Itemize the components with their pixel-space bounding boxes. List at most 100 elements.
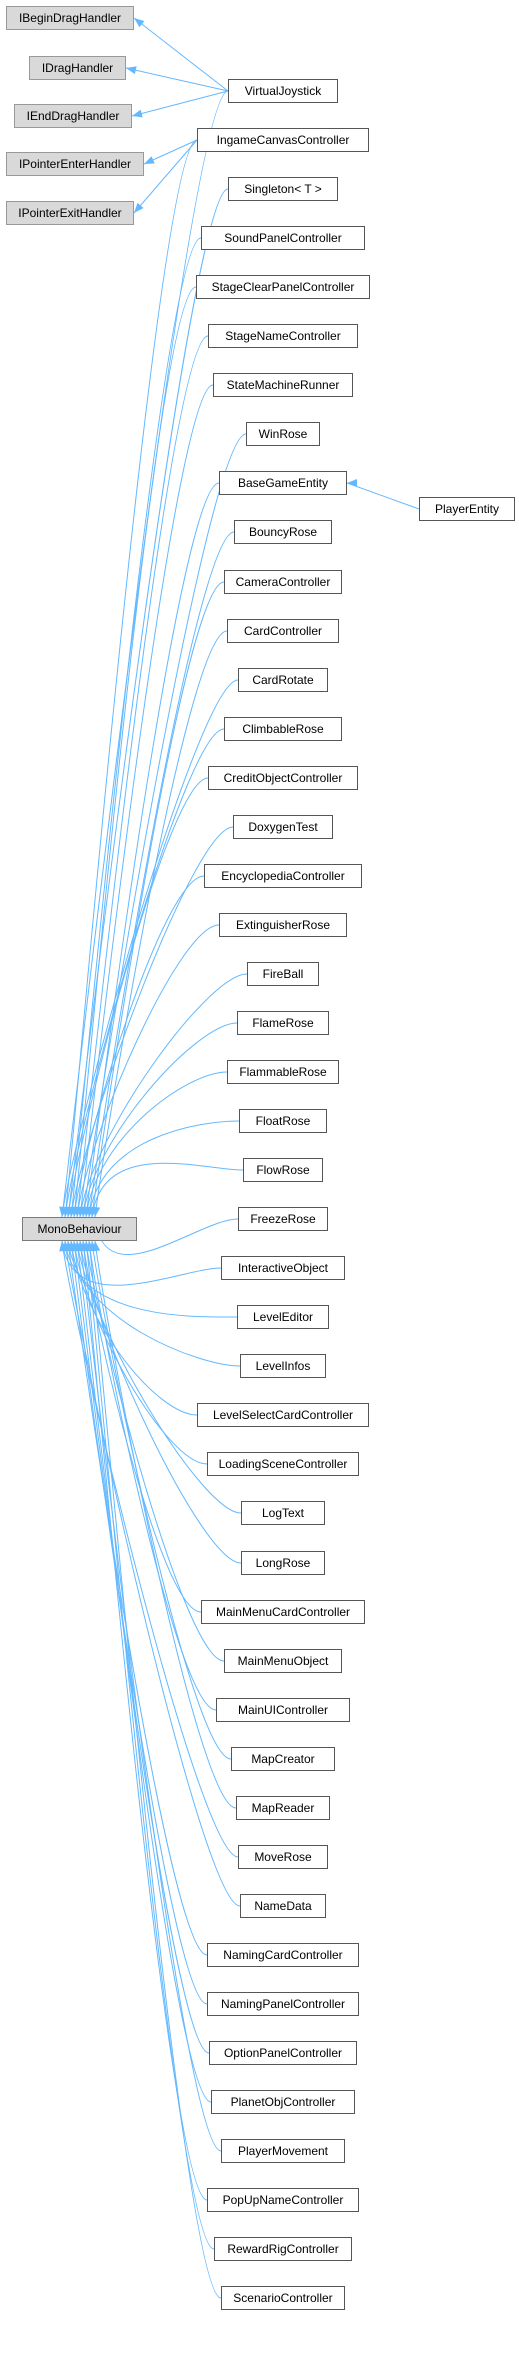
edge-logtext-to-monobehaviour	[76, 1240, 242, 1514]
node-rewardrigcontroller[interactable]: RewardRigController	[214, 2237, 352, 2261]
edge-ingamecanvascontroller-to-ipointerexithandler	[133, 139, 198, 214]
node-flammablerose[interactable]: FlammableRose	[227, 1060, 339, 1084]
node-creditobjectcontroller[interactable]: CreditObjectController	[208, 766, 358, 790]
node-mainuicontroller[interactable]: MainUIController	[216, 1698, 350, 1722]
edge-playermovement-to-monobehaviour	[79, 1240, 222, 2152]
edge-fireball-to-monobehaviour	[79, 973, 248, 1218]
node-playermovement[interactable]: PlayerMovement	[221, 2139, 345, 2163]
edge-extinguisherrose-to-monobehaviour	[76, 924, 220, 1218]
edge-creditobjectcontroller-to-monobehaviour	[67, 777, 209, 1218]
edge-leveleditor-to-monobehaviour	[64, 1240, 238, 1318]
node-optionpanelcontroller[interactable]: OptionPanelController	[209, 2041, 357, 2065]
edge-flammablerose-to-monobehaviour	[85, 1071, 228, 1218]
edge-namedata-to-monobehaviour	[64, 1240, 241, 1907]
edge-namingpanelcontroller-to-monobehaviour	[70, 1240, 208, 2005]
node-singleton-t[interactable]: Singleton< T >	[228, 177, 338, 201]
node-ipointerexithandler[interactable]: IPointerExitHandler	[6, 201, 134, 225]
node-stagenamecontroller[interactable]: StageNameController	[208, 324, 358, 348]
edge-flowrose-to-monobehaviour	[91, 1162, 244, 1218]
node-mainmenucardcontroller[interactable]: MainMenuCardController	[201, 1600, 365, 1624]
edge-ingamecanvascontroller-to-ipointerenterhandler-arrow	[144, 156, 155, 164]
node-cameracontroller[interactable]: CameraController	[224, 570, 342, 594]
edge-flowrose-to-monobehaviour-arrow	[89, 1206, 98, 1217]
node-soundpanelcontroller[interactable]: SoundPanelController	[201, 226, 365, 250]
node-encyclopediacontroller[interactable]: EncyclopediaController	[204, 864, 362, 888]
node-logtext[interactable]: LogText	[241, 1501, 325, 1525]
edge-soundpanelcontroller-to-monobehaviour	[70, 237, 202, 1218]
node-longrose[interactable]: LongRose	[241, 1551, 325, 1575]
node-moverose[interactable]: MoveRose	[238, 1845, 328, 1869]
edge-interactiveobject-to-monobehaviour	[61, 1240, 222, 1286]
edge-scenariocontroller-to-monobehaviour-arrow	[86, 1241, 95, 1252]
edge-stageclearpanelcontroller-to-monobehaviour	[73, 286, 197, 1218]
node-ipointerenterhandler[interactable]: IPointerEnterHandler	[6, 152, 144, 176]
edge-playerentity-to-basegameentity-arrow	[347, 479, 357, 487]
edge-scenariocontroller-to-monobehaviour	[88, 1240, 222, 2299]
edge-planetobjcontroller-to-monobehaviour	[76, 1240, 212, 2103]
node-ienddraghandler[interactable]: IEndDragHandler	[14, 104, 132, 128]
edge-mainuicontroller-to-monobehaviour	[88, 1240, 217, 1711]
edge-cardcontroller-to-monobehaviour	[94, 630, 228, 1218]
node-namedata[interactable]: NameData	[240, 1894, 326, 1918]
node-fireball[interactable]: FireBall	[247, 962, 319, 986]
node-namingpanelcontroller[interactable]: NamingPanelController	[207, 1992, 359, 2016]
node-popupnamecontroller[interactable]: PopUpNameController	[207, 2188, 359, 2212]
node-flamerose[interactable]: FlameRose	[237, 1011, 329, 1035]
node-statemachinerunner[interactable]: StateMachineRunner	[213, 373, 353, 397]
edge-mapreader-to-monobehaviour	[94, 1240, 237, 1809]
node-bouncyrose[interactable]: BouncyRose	[234, 520, 332, 544]
node-cardcontroller[interactable]: CardController	[227, 619, 339, 643]
node-floatrose[interactable]: FloatRose	[239, 1109, 327, 1133]
node-levelinfos[interactable]: LevelInfos	[240, 1354, 326, 1378]
node-basegameentity[interactable]: BaseGameEntity	[219, 471, 347, 495]
edge-doxygentest-to-monobehaviour	[70, 826, 234, 1218]
node-ingamecanvascontroller[interactable]: IngameCanvasController	[197, 128, 369, 152]
node-planetobjcontroller[interactable]: PlanetObjController	[211, 2090, 355, 2114]
node-levelselectcardcontroller[interactable]: LevelSelectCardController	[197, 1403, 369, 1427]
node-doxygentest[interactable]: DoxygenTest	[233, 815, 333, 839]
node-flowrose[interactable]: FlowRose	[243, 1158, 323, 1182]
node-idraghandler[interactable]: IDragHandler	[29, 56, 126, 80]
node-loadingscenecontroller[interactable]: LoadingSceneController	[207, 1452, 359, 1476]
node-winrose[interactable]: WinRose	[246, 422, 320, 446]
edge-cardrotate-to-monobehaviour	[61, 679, 239, 1218]
edge-virtualjoystick-to-idraghandler	[125, 67, 229, 92]
edge-virtualjoystick-to-ienddraghandler-arrow	[132, 109, 143, 118]
edge-virtualjoystick-to-idraghandler-arrow	[126, 66, 137, 75]
edge-encyclopediacontroller-to-monobehaviour	[73, 875, 205, 1218]
node-mainmenuobject[interactable]: MainMenuObject	[224, 1649, 342, 1673]
node-leveleditor[interactable]: LevelEditor	[237, 1305, 329, 1329]
edge-popupnamecontroller-to-monobehaviour	[82, 1240, 208, 2201]
node-playerentity[interactable]: PlayerEntity	[419, 497, 515, 521]
node-stageclearpanelcontroller[interactable]: StageClearPanelController	[196, 275, 370, 299]
node-scenariocontroller[interactable]: ScenarioController	[221, 2286, 345, 2310]
node-climbablerose[interactable]: ClimbableRose	[224, 717, 342, 741]
edge-bouncyrose-to-monobehaviour	[88, 531, 235, 1218]
node-ibegindraghandler[interactable]: IBeginDragHandler	[6, 6, 134, 30]
node-monobehaviour[interactable]: MonoBehaviour	[22, 1217, 137, 1241]
edge-singleton-t-to-monobehaviour	[67, 188, 229, 1218]
edge-stagenamecontroller-to-monobehaviour	[76, 335, 209, 1218]
edge-moverose-to-monobehaviour	[61, 1240, 239, 1858]
node-extinguisherrose[interactable]: ExtinguisherRose	[219, 913, 347, 937]
node-virtualjoystick[interactable]: VirtualJoystick	[228, 79, 338, 103]
node-mapreader[interactable]: MapReader	[236, 1796, 330, 1820]
edge-virtualjoystick-to-ienddraghandler	[131, 90, 229, 117]
edge-winrose-to-monobehaviour	[82, 433, 247, 1218]
node-interactiveobject[interactable]: InteractiveObject	[221, 1256, 345, 1280]
node-namingcardcontroller[interactable]: NamingCardController	[207, 1943, 359, 1967]
edge-floatrose-to-monobehaviour	[88, 1120, 240, 1218]
edge-ingamecanvascontroller-to-monobehaviour	[64, 139, 198, 1218]
node-mapcreator[interactable]: MapCreator	[231, 1747, 335, 1771]
edge-ingamecanvascontroller-to-ipointerexithandler-arrow	[134, 202, 144, 213]
edge-mapcreator-to-monobehaviour	[91, 1240, 232, 1760]
edge-rewardrigcontroller-to-monobehaviour	[85, 1240, 215, 2250]
edge-virtualjoystick-to-monobehaviour	[61, 90, 229, 1218]
node-freezerose[interactable]: FreezeRose	[238, 1207, 328, 1231]
node-cardrotate[interactable]: CardRotate	[238, 668, 328, 692]
edge-virtualjoystick-to-ibegindraghandler-arrow	[134, 18, 145, 28]
edge-flamerose-to-monobehaviour	[82, 1022, 238, 1218]
edge-freezerose-to-monobehaviour	[94, 1218, 239, 1255]
